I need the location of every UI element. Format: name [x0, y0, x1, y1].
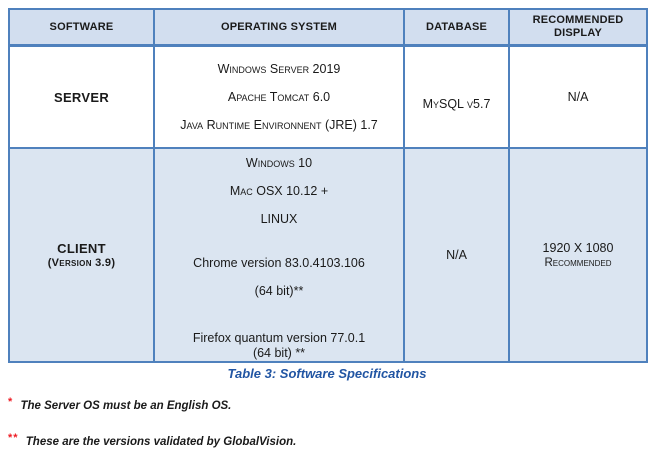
software-specifications-table: SOFTWARE OPERATING SYSTEM DATABASE RECOM… [8, 8, 648, 363]
client-display-cell: 1920 X 1080 Recommended [508, 147, 648, 363]
footnote-server-os: * The Server OS must be an English OS. [8, 396, 646, 412]
client-browser-line: (64 bit) ** [252, 346, 306, 360]
server-label: SERVER [53, 89, 110, 105]
server-display-cell: N/A [508, 44, 648, 149]
server-row: SERVER Windows Server 2019 Apache Tomcat… [8, 44, 648, 149]
spacer [156, 233, 402, 249]
spacer [156, 305, 402, 331]
footnote-text: These are the versions validated by Glob… [25, 436, 297, 448]
footnote-text: The Server OS must be an English OS. [20, 400, 232, 412]
server-os-line: Java Runtime Environnent (JRE) 1.7 [180, 118, 378, 132]
server-os-cell: Windows Server 2019 Apache Tomcat 6.0 Ja… [153, 44, 405, 149]
server-database-cell: MySQL v5.7 [403, 44, 510, 149]
footnote-marker: * [8, 396, 14, 408]
server-os-line: Windows Server 2019 [217, 62, 341, 76]
footnote-marker: ** [8, 432, 19, 444]
header-row: SOFTWARE OPERATING SYSTEM DATABASE RECOM… [8, 8, 648, 47]
client-database-value: N/A [446, 248, 467, 262]
client-display-note: Recommended [544, 256, 612, 269]
client-database-cell: N/A [403, 147, 510, 363]
client-os-line: Mac OSX 10.12 + [229, 184, 329, 198]
client-version-label: (Version 3.9) [47, 257, 116, 269]
client-display-resolution: 1920 X 1080 [542, 240, 614, 255]
col-header-recommended-display: RECOMMENDED DISPLAY [508, 8, 648, 47]
server-database-value: MySQL v5.7 [422, 97, 491, 111]
client-os-line: LINUX [260, 212, 298, 226]
client-row: CLIENT (Version 3.9) Windows 10 Mac OSX … [8, 147, 648, 363]
client-label: CLIENT [57, 241, 106, 256]
table-caption: Table 3: Software Specifications [227, 366, 427, 381]
footnote-validated-versions: ** These are the versions validated by G… [8, 432, 646, 448]
col-header-database: DATABASE [403, 8, 510, 47]
server-display-value: N/A [567, 90, 589, 104]
client-browser-line: Firefox quantum version 77.0.1 [192, 331, 366, 345]
server-os-line: Apache Tomcat 6.0 [227, 90, 331, 104]
client-software-cell: CLIENT (Version 3.9) [8, 147, 155, 363]
client-browser-line: Chrome version 83.0.4103.106 [193, 256, 365, 270]
client-browser-line: (64 bit)** [254, 284, 304, 298]
client-os-cell: Windows 10 Mac OSX 10.12 + LINUX Chrome … [153, 147, 405, 363]
server-software-cell: SERVER [8, 44, 155, 149]
col-header-operating-system: OPERATING SYSTEM [153, 8, 405, 47]
col-header-software: SOFTWARE [8, 8, 155, 47]
client-os-line: Windows 10 [245, 156, 313, 170]
